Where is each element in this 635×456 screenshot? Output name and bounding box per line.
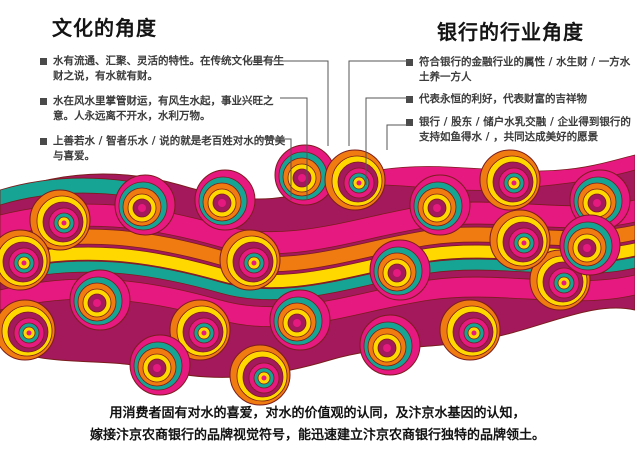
right-bullet-list: 符合银行的金融行业的属性 / 水生财 / 一方水土养一方人 代表永恒的利好，代表… [406, 55, 634, 145]
list-item: 水在风水里掌管财运，有风生水起，事业兴旺之意。人永远离不开水，水利万物。 [40, 94, 288, 124]
square-bullet-icon [406, 59, 413, 66]
square-bullet-icon [406, 96, 413, 103]
left-section-title: 文化的角度 [52, 16, 157, 40]
summary-caption: 用消费者固有对水的喜爱，对水的价值观的认同，及汴京水基因的认知， 嫁接汴京农商银… [0, 403, 635, 447]
square-bullet-icon [40, 58, 47, 65]
right-section-title: 银行的行业角度 [437, 20, 584, 44]
left-bullet-list: 水有流通、汇聚、灵活的特性。在传统文化里有生财之说，有水就有财。 水在风水里掌管… [40, 54, 288, 164]
list-item: 符合银行的金融行业的属性 / 水生财 / 一方水土养一方人 [406, 55, 634, 85]
caption-line-2: 嫁接汴京农商银行的品牌视觉符号，能迅速建立汴京农商银行独特的品牌领土。 [89, 428, 545, 443]
square-bullet-icon [40, 138, 47, 145]
square-bullet-icon [406, 119, 413, 126]
list-item: 银行 / 股东 / 储户水乳交融 / 企业得到银行的支持如鱼得水 / ，共同达成… [406, 115, 634, 145]
list-item: 水有流通、汇聚、灵活的特性。在传统文化里有生财之说，有水就有财。 [40, 54, 288, 84]
list-item: 代表永恒的利好，代表财富的吉祥物 [406, 92, 634, 107]
caption-line-1: 用消费者固有对水的喜爱，对水的价值观的认同，及汴京水基因的认知， [109, 406, 526, 421]
square-bullet-icon [40, 98, 47, 105]
list-item: 上善若水 / 智者乐水 / 说的就是老百姓对水的赞美与喜爱。 [40, 134, 288, 164]
